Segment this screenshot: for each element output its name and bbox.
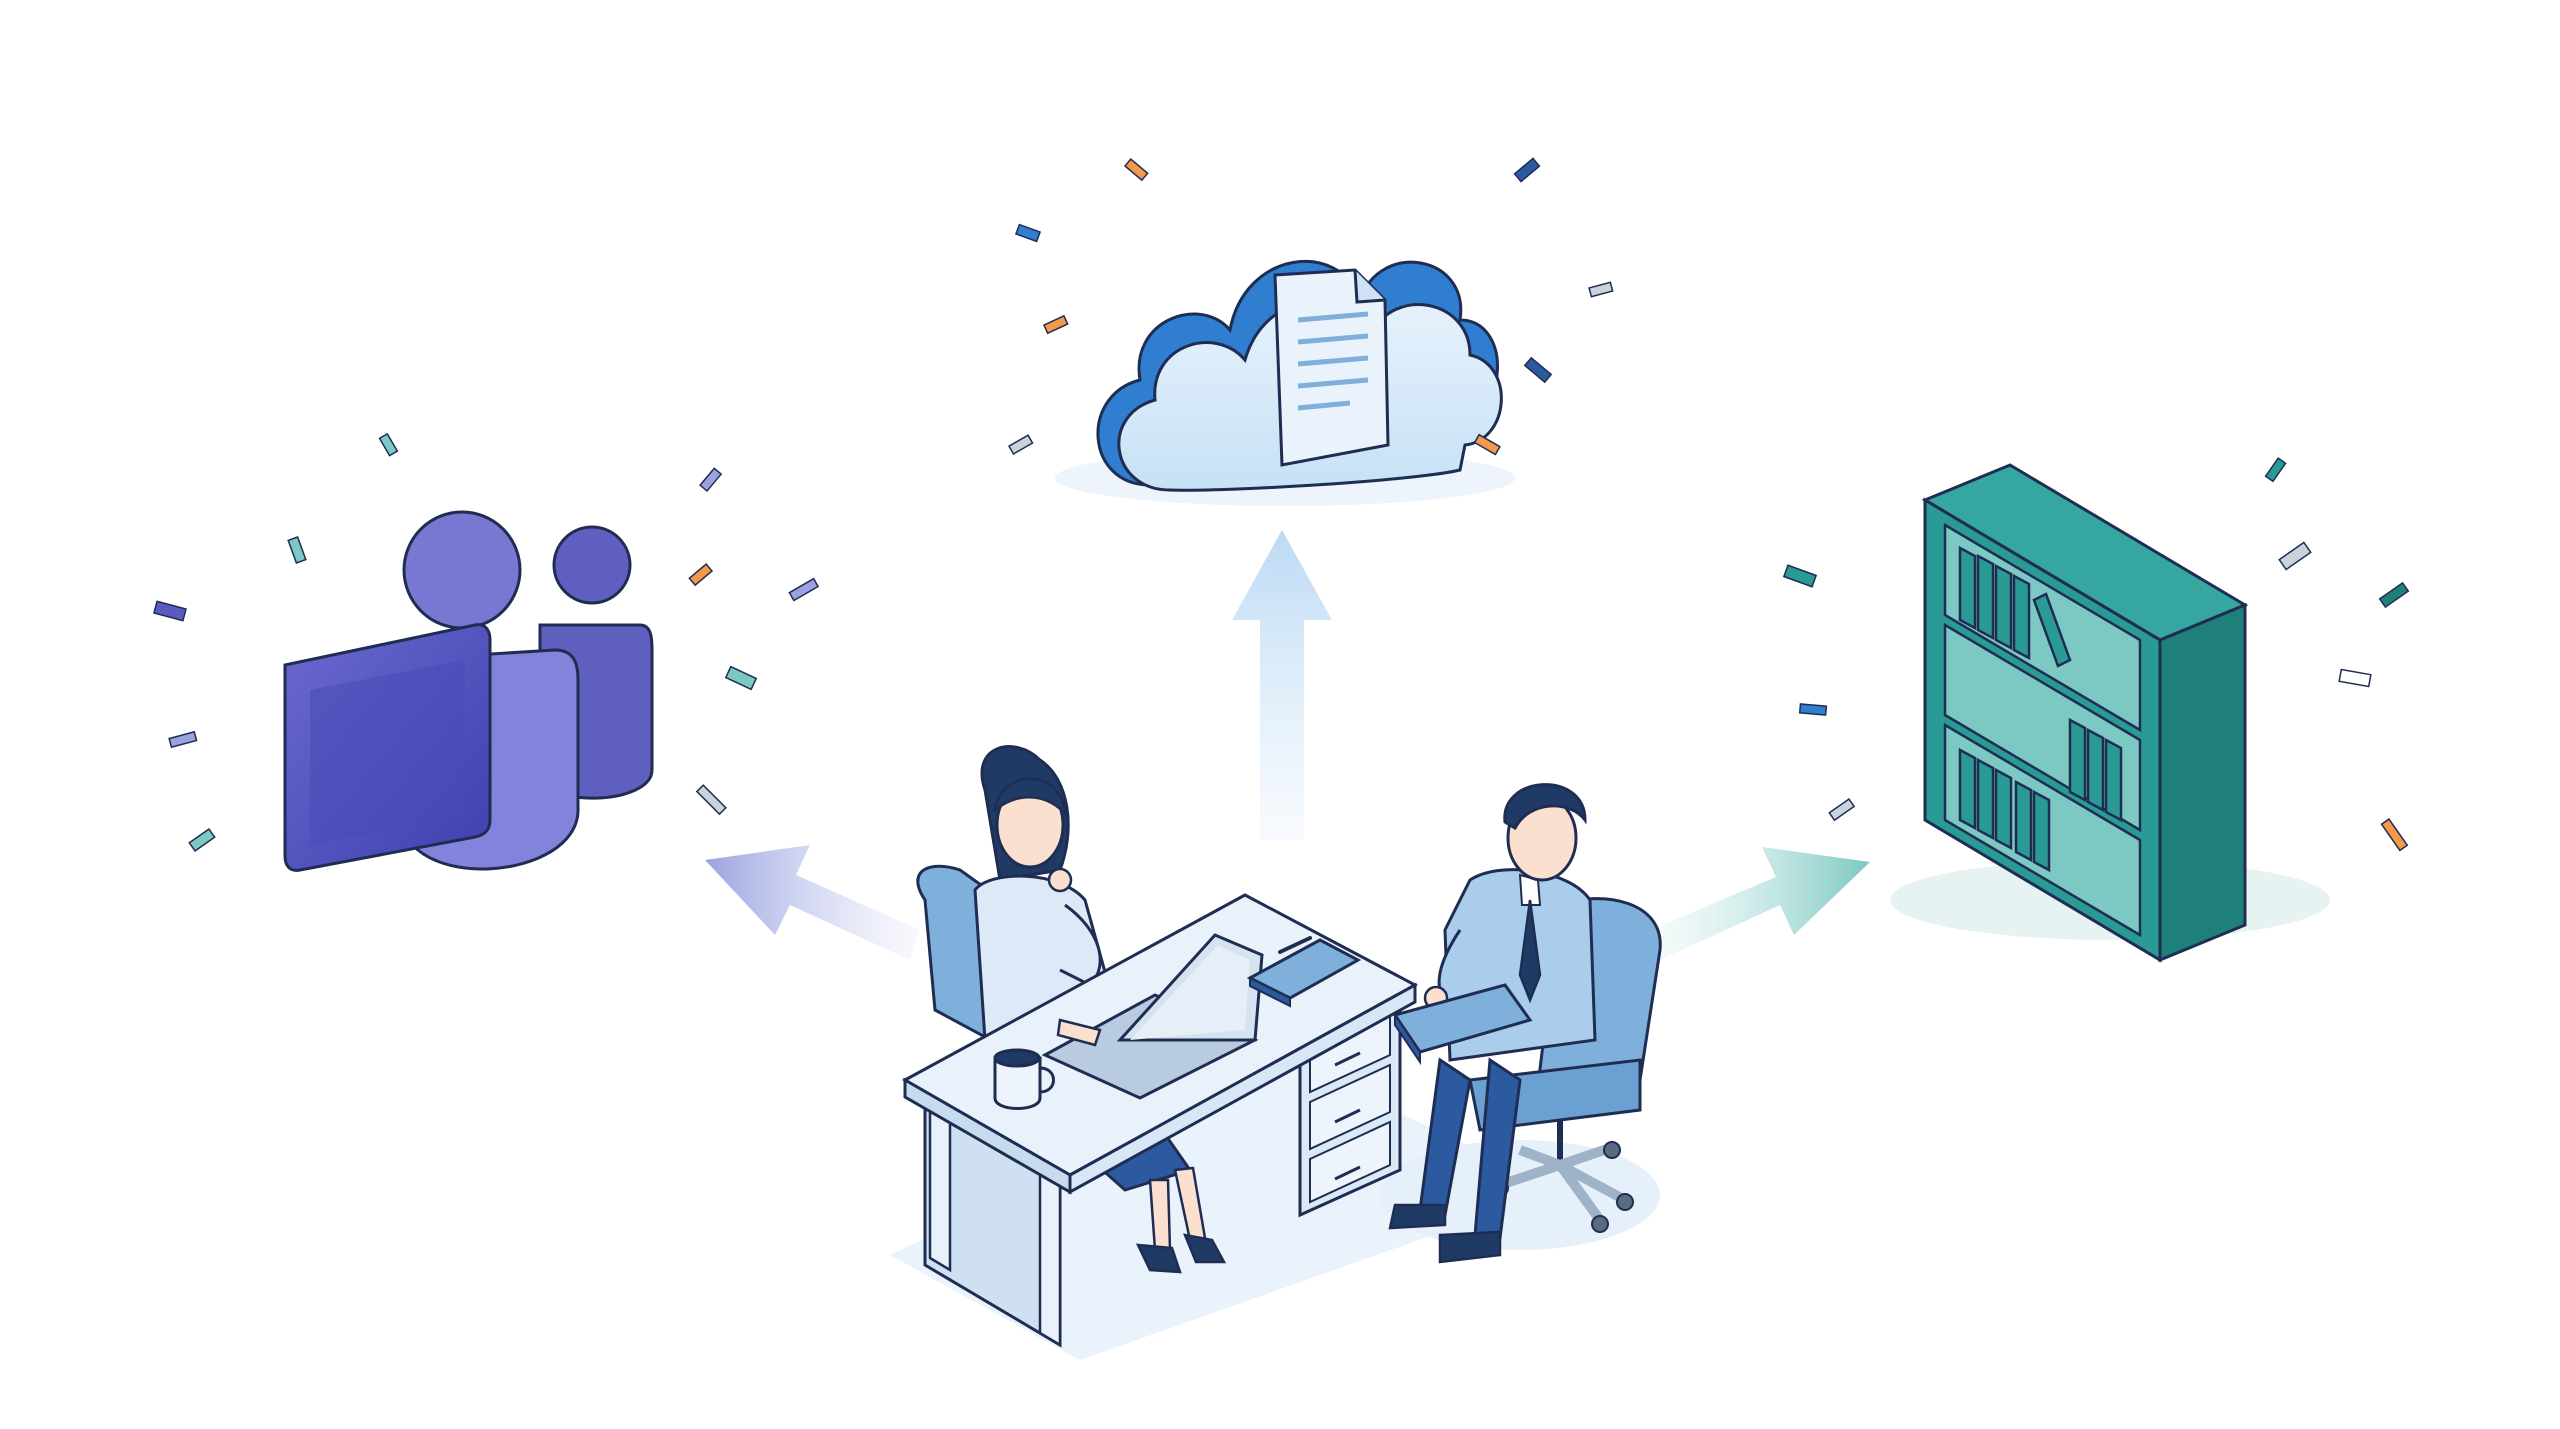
office-meeting-scene <box>890 745 1662 1360</box>
bookshelf-icon <box>1890 463 2330 963</box>
cloud-document-icon <box>1055 259 1515 506</box>
confetti-decoration <box>153 157 2410 853</box>
arrow-right-icon <box>1650 847 1870 960</box>
document-icon <box>1273 268 1390 467</box>
arrow-left-icon <box>705 845 920 960</box>
notebook-icon <box>1246 936 1362 1008</box>
mug-icon <box>993 1048 1055 1110</box>
man-figure <box>1388 783 1597 1264</box>
teams-people-icon <box>283 510 654 872</box>
arrow-up-icon <box>1232 530 1332 840</box>
laptop-icon <box>1041 933 1264 1100</box>
